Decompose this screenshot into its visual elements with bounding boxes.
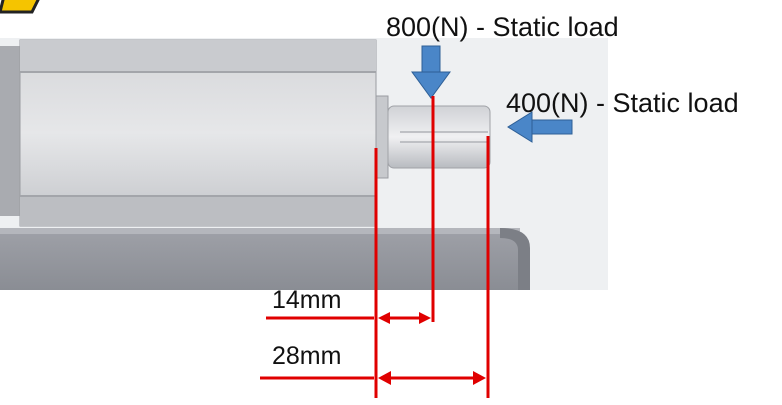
dimension1-label: 14mm: [272, 286, 342, 314]
dim1-arrowhead-right: [419, 312, 431, 324]
dim1-arrowhead-left: [378, 312, 390, 324]
dim2-arrowhead-right: [473, 371, 486, 385]
warning-icon: [0, 0, 40, 14]
load-arrow-left-icon: [507, 111, 573, 143]
motor-body: [0, 39, 389, 227]
load1-label: 800(N) - Static load: [386, 12, 619, 42]
dim2-arrowhead-left: [378, 371, 391, 385]
dimension-lines: [260, 96, 490, 398]
load-arrow-down-icon: [411, 45, 451, 99]
motor-shaft: [387, 105, 491, 169]
dimension2-label: 28mm: [272, 342, 342, 370]
load2-label: 400(N) - Static load: [506, 88, 739, 118]
base-plate: [0, 228, 530, 290]
